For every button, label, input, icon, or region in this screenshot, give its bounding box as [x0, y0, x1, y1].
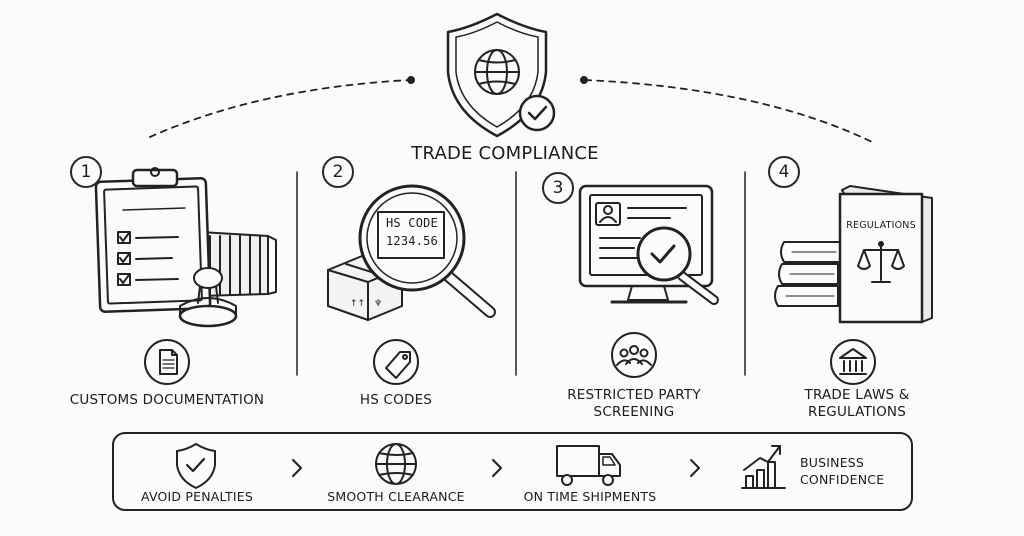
truck-icon	[556, 445, 621, 486]
benefit-label-smooth-clearance: SMOOTH CLEARANCE	[327, 489, 465, 504]
step-label-1: CUSTOMS DOCUMENTATION	[69, 392, 265, 408]
step-label-4-line-1: TRADE LAWS &	[804, 387, 910, 403]
rubber-stamp-icon	[178, 267, 238, 328]
book-stack-icon	[774, 241, 841, 307]
svg-text:♆: ♆	[374, 299, 382, 309]
svg-text:↑↑: ↑↑	[350, 299, 365, 309]
book-title: REGULATIONS	[846, 220, 916, 231]
screening-magnifier-icon	[636, 226, 719, 305]
growth-chart-icon	[741, 445, 786, 489]
globe-icon	[375, 443, 417, 485]
step-number-3: 3	[542, 172, 574, 204]
step-number-4: 4	[768, 156, 800, 188]
customs-illustration	[94, 167, 277, 328]
hs-code-illustration: ↑↑ ♆	[327, 184, 496, 321]
chevron-right-icon-1	[292, 459, 302, 477]
arc-dot-left	[407, 76, 415, 84]
document-icon	[144, 339, 190, 385]
step-number-2: 2	[322, 156, 354, 188]
arc-dot-right	[580, 76, 588, 84]
step-label-2: HS CODES	[359, 392, 433, 408]
step-label-3-line-1: RESTRICTED PARTY	[567, 387, 701, 403]
benefit-label-on-time-shipments: ON TIME SHIPMENTS	[523, 489, 657, 504]
shield-check-icon	[176, 443, 216, 489]
chevron-right-icon-3	[690, 459, 700, 477]
clipboard-icon	[94, 167, 212, 313]
bank-icon	[830, 339, 876, 385]
benefit-label-business-line-1: BUSINESS	[800, 455, 865, 470]
shield-globe-icon	[446, 12, 556, 138]
screening-illustration	[578, 184, 719, 305]
regulations-book-icon	[838, 185, 933, 324]
hs-code-value: 1234.56	[386, 234, 438, 248]
dashed-arc-right	[584, 79, 873, 143]
benefit-label-avoid-penalties: AVOID PENALTIES	[141, 489, 253, 504]
benefit-label-business-line-2: CONFIDENCE	[800, 472, 885, 487]
chevron-right-icon-2	[492, 459, 502, 477]
tag-icon	[373, 339, 419, 385]
step-label-3-line-2: SCREENING	[593, 404, 675, 420]
step-number-1: 1	[70, 156, 102, 188]
people-icon	[611, 332, 657, 378]
magnifying-glass-icon	[358, 184, 496, 318]
benefits-panel	[112, 432, 913, 511]
hs-code-title: HS CODE	[386, 216, 438, 230]
regulations-illustration	[774, 185, 933, 324]
step-label-4-line-2: REGULATIONS	[808, 404, 906, 420]
diagram-title: TRADE COMPLIANCE	[411, 143, 599, 164]
dashed-arc-left	[149, 79, 411, 138]
